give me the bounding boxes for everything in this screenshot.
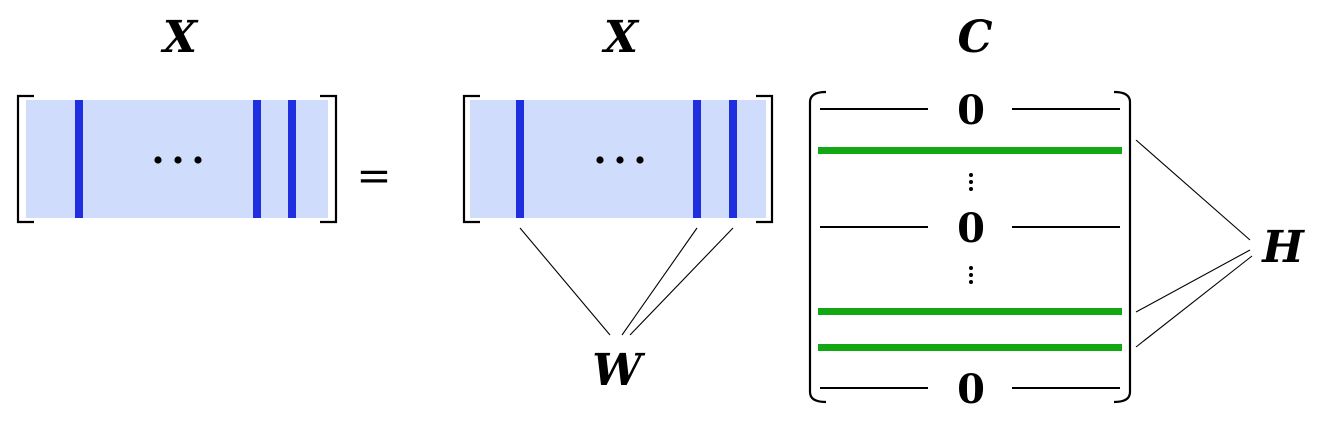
right-x-label: X <box>601 12 640 63</box>
left-matrix-right-bracket <box>320 94 338 224</box>
left-ellipsis <box>154 156 202 164</box>
w-connector-3 <box>629 227 734 336</box>
c-zero-row-1: 0 <box>820 87 1120 134</box>
right-ellipsis <box>596 156 644 164</box>
c-green-row-3 <box>818 344 1122 351</box>
c-zero-value: 0 <box>957 366 985 413</box>
right-column-highlight-2 <box>693 100 701 218</box>
w-connectors <box>519 227 734 336</box>
w-connector-2 <box>621 227 698 336</box>
left-matrix-x: X <box>16 12 338 224</box>
right-matrix-x: X <box>462 12 774 224</box>
c-green-row-1 <box>818 147 1122 154</box>
c-zero-value: 0 <box>957 87 985 134</box>
right-column-highlight-1 <box>516 100 524 218</box>
equals-sign: = <box>356 151 391 200</box>
left-column-highlight-1 <box>75 100 83 218</box>
c-zero-row-2: 0 <box>820 205 1120 252</box>
left-x-label: X <box>160 12 199 63</box>
h-connector-3 <box>1135 255 1253 348</box>
c-vertical-ellipsis-1 <box>969 173 973 191</box>
h-connector-2 <box>1135 249 1251 313</box>
left-matrix-left-bracket <box>16 94 34 224</box>
c-matrix: C 0 0 0 <box>808 12 1132 413</box>
c-matrix-left-bracket <box>808 90 827 404</box>
c-zero-value: 0 <box>957 205 985 252</box>
w-connector-1 <box>519 227 611 336</box>
h-connectors <box>1135 139 1253 348</box>
left-column-highlight-2 <box>253 100 261 218</box>
c-green-row-2 <box>818 308 1122 315</box>
right-matrix-right-bracket <box>756 94 774 224</box>
c-matrix-right-bracket <box>1113 90 1132 404</box>
right-matrix-left-bracket <box>462 94 480 224</box>
w-label: W <box>592 345 646 396</box>
h-label: H <box>1260 222 1305 273</box>
c-zero-row-3: 0 <box>820 366 1120 413</box>
c-label: C <box>957 12 992 63</box>
c-vertical-ellipsis-2 <box>969 266 973 284</box>
right-column-highlight-3 <box>729 100 737 218</box>
left-column-highlight-3 <box>288 100 296 218</box>
h-connector-1 <box>1135 139 1251 241</box>
